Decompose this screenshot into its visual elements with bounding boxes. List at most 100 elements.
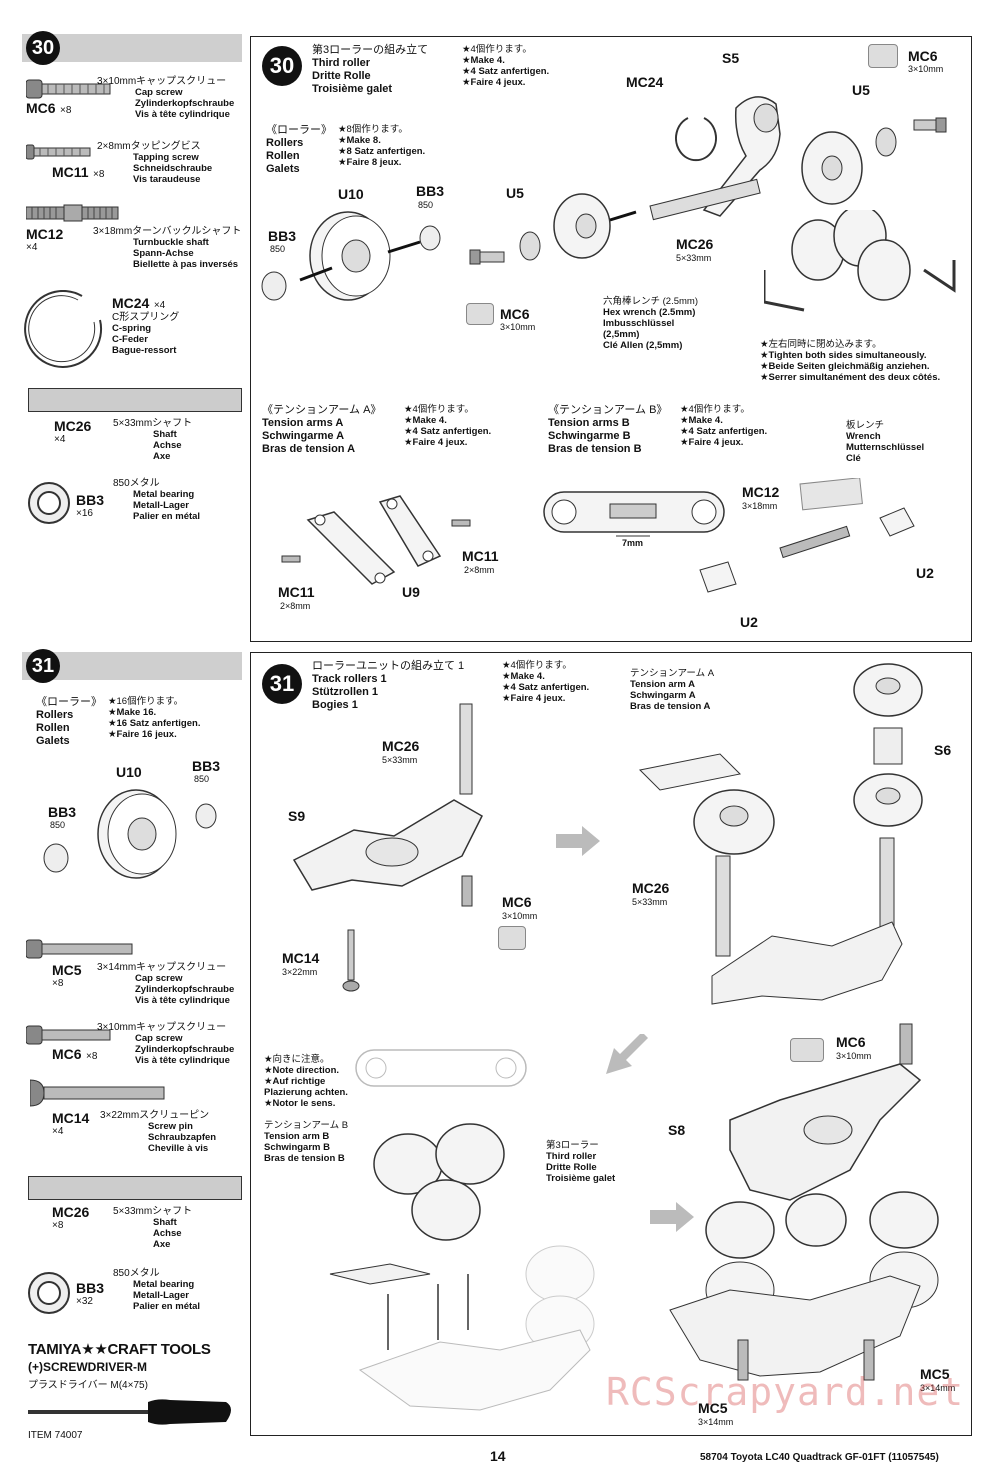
tension-arm-outline-diagram	[355, 1049, 527, 1087]
step30-label-mc12-sub: 3×18mm	[742, 501, 778, 511]
screw-bag-icon	[868, 44, 898, 68]
step31-label-mc5a: MC5	[920, 1366, 950, 1382]
roller-assembly-diagram	[43, 789, 217, 879]
step31-label-mc5b-sub: 3×14mm	[698, 1417, 734, 1427]
sidebar31-label-u10: U10	[116, 764, 142, 780]
arrow-down-left-icon	[606, 1034, 648, 1074]
step31-label-mc6b-sub: 3×10mm	[836, 1051, 872, 1061]
roller-assembly-diagram	[261, 211, 441, 301]
step31-label-mc6b: MC6	[836, 1034, 866, 1050]
c-spring-icon	[24, 290, 103, 368]
step31-frame	[250, 652, 972, 1436]
step30-label-mc11b: MC11	[462, 548, 499, 564]
step30-label-bb3a-sub: 850	[418, 200, 434, 210]
step31-label-mc26b-sub: 5×33mm	[632, 897, 668, 907]
step30-label-u2a: U2	[916, 565, 934, 581]
shaft-icon	[28, 388, 242, 412]
sidebar30-mc12: MC12 ×4	[26, 226, 64, 253]
sidebar31-label-bb3a: BB3	[192, 758, 221, 774]
tension-arm-a-diagram	[281, 495, 471, 585]
step31-label-s9: S9	[288, 808, 306, 824]
step30-arm-b-make: ★4個作ります。 ★Make 4. ★4 Satz anfertigen. ★F…	[680, 404, 768, 448]
sidebar31-mc26: MC26 ×8	[52, 1204, 90, 1231]
step30-make: ★4個作ります。 ★Make 4. ★4 Satz anfertigen. ★F…	[462, 44, 550, 88]
sidebar31-mc5: MC5 ×8	[52, 962, 82, 989]
roller-unit-diagram	[638, 663, 923, 1005]
sidebar30-mc12-desc: 3×18mmターンバックルシャフト Turnbuckle shaft Spann…	[93, 226, 242, 270]
tools-name-jp: プラスドライバー M(4×75)	[28, 1380, 148, 1391]
step31-label-mc26b: MC26	[632, 880, 670, 896]
document-id: 58704 Toyota LC40 Quadtrack GF-01FT (110…	[700, 1452, 939, 1463]
screw-pin-icon	[30, 1079, 165, 1107]
step30-label-mc6b: MC6	[908, 48, 938, 64]
third-roller-diagram	[469, 193, 637, 265]
step31-label-mc5a-sub: 3×14mm	[920, 1383, 956, 1393]
step31-label-mc14-sub: 3×22mm	[282, 967, 318, 977]
step30-label-s5: S5	[722, 50, 740, 66]
arrow-right-icon	[650, 1202, 694, 1232]
shaft-icon	[28, 1176, 242, 1200]
step30-dim-7mm: 7mm	[622, 538, 644, 548]
step30-arm-a-label: 《テンションアーム A》 Tension arms A Schwingarme …	[262, 404, 382, 455]
step30-arm-b-label: 《テンションアーム B》 Tension arms B Schwingarme …	[548, 404, 668, 455]
sidebar30-mc6-desc: 3×10mmキャップスクリュー Cap screw Zylinderkopfsc…	[97, 76, 235, 120]
sidebar31-label-bb3b-sub: 850	[50, 820, 66, 830]
sidebar30-bb3: BB3 ×16	[76, 492, 105, 519]
step30-label-mc24: MC24	[626, 74, 664, 90]
sidebar30-mc11-desc: 2×8mmタッピングビス Tapping screw Schneidschrau…	[97, 141, 213, 185]
step30-label-u5b: U5	[852, 82, 870, 98]
sidebar30-bb3-desc: 850メタル Metal bearing Metall-Lager Palier…	[113, 478, 201, 522]
cap-screw-icon	[26, 79, 111, 99]
sidebar31-mc6-desc: 3×10mmキャップスクリュー Cap screw Zylinderkopfsc…	[97, 1022, 235, 1066]
step30-label-mc12: MC12	[742, 484, 780, 500]
step30-label-mc26-sub: 5×33mm	[676, 253, 712, 263]
step31-arm-a-label: テンションアーム A Tension arm A Schwingarm A Br…	[630, 668, 715, 712]
step30-label-bb3b-sub: 850	[270, 244, 286, 254]
step31-label-mc14: MC14	[282, 950, 320, 966]
sidebar31-mc14-desc: 3×22mmスクリューピン Screw pin Schraubzapfen Ch…	[100, 1110, 217, 1154]
turnbuckle-assembly-diagram	[699, 478, 915, 593]
tapping-screw-icon	[26, 144, 91, 160]
step31-label-mc26a: MC26	[382, 738, 420, 754]
step31-sidebar-badge: 31	[26, 649, 60, 683]
screw-bag-icon	[790, 1038, 824, 1062]
step30-label-mc26: MC26	[676, 236, 714, 252]
tools-item: ITEM 74007	[28, 1430, 83, 1441]
step31-label-mc6a: MC6	[502, 894, 532, 910]
step31-label-s8: S8	[668, 1122, 686, 1138]
sidebar30-mc26: MC26 ×4	[54, 418, 92, 445]
step31-label-s6: S6	[934, 742, 952, 758]
screw-bag-icon	[466, 303, 494, 325]
step30-title: 第3ローラーの組み立て Third roller Dritte Rolle Tr…	[312, 44, 429, 95]
bogie-assembly-diagram	[329, 1123, 595, 1411]
bogie-final-diagram	[669, 1023, 939, 1381]
cap-screw-icon	[26, 1025, 111, 1045]
step30-label-u5a: U5	[506, 185, 524, 201]
step30-label-bb3a: BB3	[416, 183, 445, 199]
sidebar31-rollers-make: ★16個作ります。 ★Make 16. ★16 Satz anfertigen.…	[108, 696, 201, 740]
sidebar31-bb3: BB3 ×32	[76, 1280, 105, 1307]
sidebar31-mc5-desc: 3×14mmキャップスクリュー Cap screw Zylinderkopfsc…	[97, 962, 235, 1006]
screw-bag-icon	[498, 926, 526, 950]
sidebar30-mc11: MC11 ×8	[52, 164, 105, 180]
arrow-right-icon	[556, 826, 600, 856]
sidebar31-mc6: MC6 ×8	[52, 1046, 98, 1062]
tools-brand: TAMIYA★★CRAFT TOOLS	[28, 1341, 211, 1358]
step30-arm-a-make: ★4個作ります。 ★Make 4. ★4 Satz anfertigen. ★F…	[404, 404, 492, 448]
step30-label-u2b: U2	[740, 614, 758, 630]
step31-label-mc5b: MC5	[698, 1400, 728, 1416]
cap-screw-icon	[26, 939, 133, 959]
step30-label-mc11a-sub: 2×8mm	[280, 601, 311, 611]
sidebar31-bb3-desc: 850メタル Metal bearing Metall-Lager Palier…	[113, 1268, 201, 1312]
step30-rollers-make: ★8個作ります。 ★Make 8. ★8 Satz anfertigen. ★F…	[338, 124, 426, 168]
step31-note-direction: ★向きに注意。 ★Note direction. ★Auf richtige P…	[264, 1054, 348, 1109]
turnbuckle-shaft-icon	[26, 204, 119, 222]
step30-label-mc11b-sub: 2×8mm	[464, 565, 495, 575]
sidebar30-mc24: MC24 ×4	[112, 295, 166, 311]
page-number: 14	[490, 1448, 506, 1464]
sidebar30-mc26-desc: 5×33mmシャフト Shaft Achse Axe	[113, 418, 193, 462]
step31-make: ★4個作ります。 ★Make 4. ★4 Satz anfertigen. ★F…	[502, 660, 590, 704]
step30-label-mc11a: MC11	[278, 584, 315, 600]
step30-plate-wrench-label: 板レンチ Wrench Mutternschlüssel Clé	[846, 420, 925, 464]
step31-third-roller-label: 第3ローラー Third roller Dritte Rolle Troisiè…	[546, 1140, 616, 1184]
